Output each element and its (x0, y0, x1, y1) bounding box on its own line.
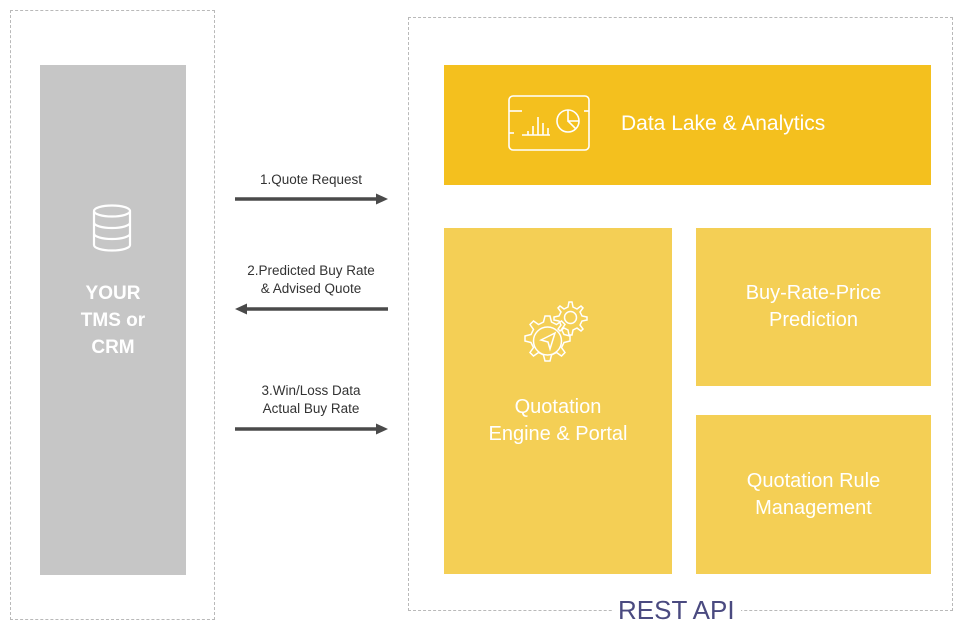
database-icon (92, 204, 132, 252)
quotation-engine-label: Quotation Engine & Portal (488, 396, 628, 445)
quotation-rule-label: Quotation Rule Management (746, 469, 881, 519)
client-system-label: YOUR TMS or CRM (80, 283, 146, 358)
buy-rate-prediction-box: Buy-Rate-Price Prediction (696, 228, 931, 386)
client-system-frame (10, 10, 215, 620)
data-lake-label: Data Lake & Analytics (621, 112, 826, 135)
win-loss-arrow (235, 423, 388, 435)
quote-request-arrow (235, 193, 388, 205)
client-system-box (40, 65, 186, 575)
rest-api-label: REST API (612, 594, 741, 626)
predicted-rate-arrow (235, 303, 388, 315)
quotation-engine-box (444, 228, 672, 574)
data-lake-box (444, 65, 931, 185)
predicted-rate-label: 2.Predicted Buy Rate & Advised Quote (247, 263, 375, 296)
buy-rate-prediction-label: Buy-Rate-Price Prediction (745, 282, 882, 331)
win-loss-label: 3.Win/Loss Data Actual Buy Rate (261, 383, 361, 416)
quotation-rule-box: Quotation Rule Management (696, 415, 931, 574)
analytics-dashboard-icon (508, 95, 590, 151)
gear-cursor-icon (524, 301, 588, 362)
quote-request-label: 1.Quote Request (259, 172, 363, 187)
